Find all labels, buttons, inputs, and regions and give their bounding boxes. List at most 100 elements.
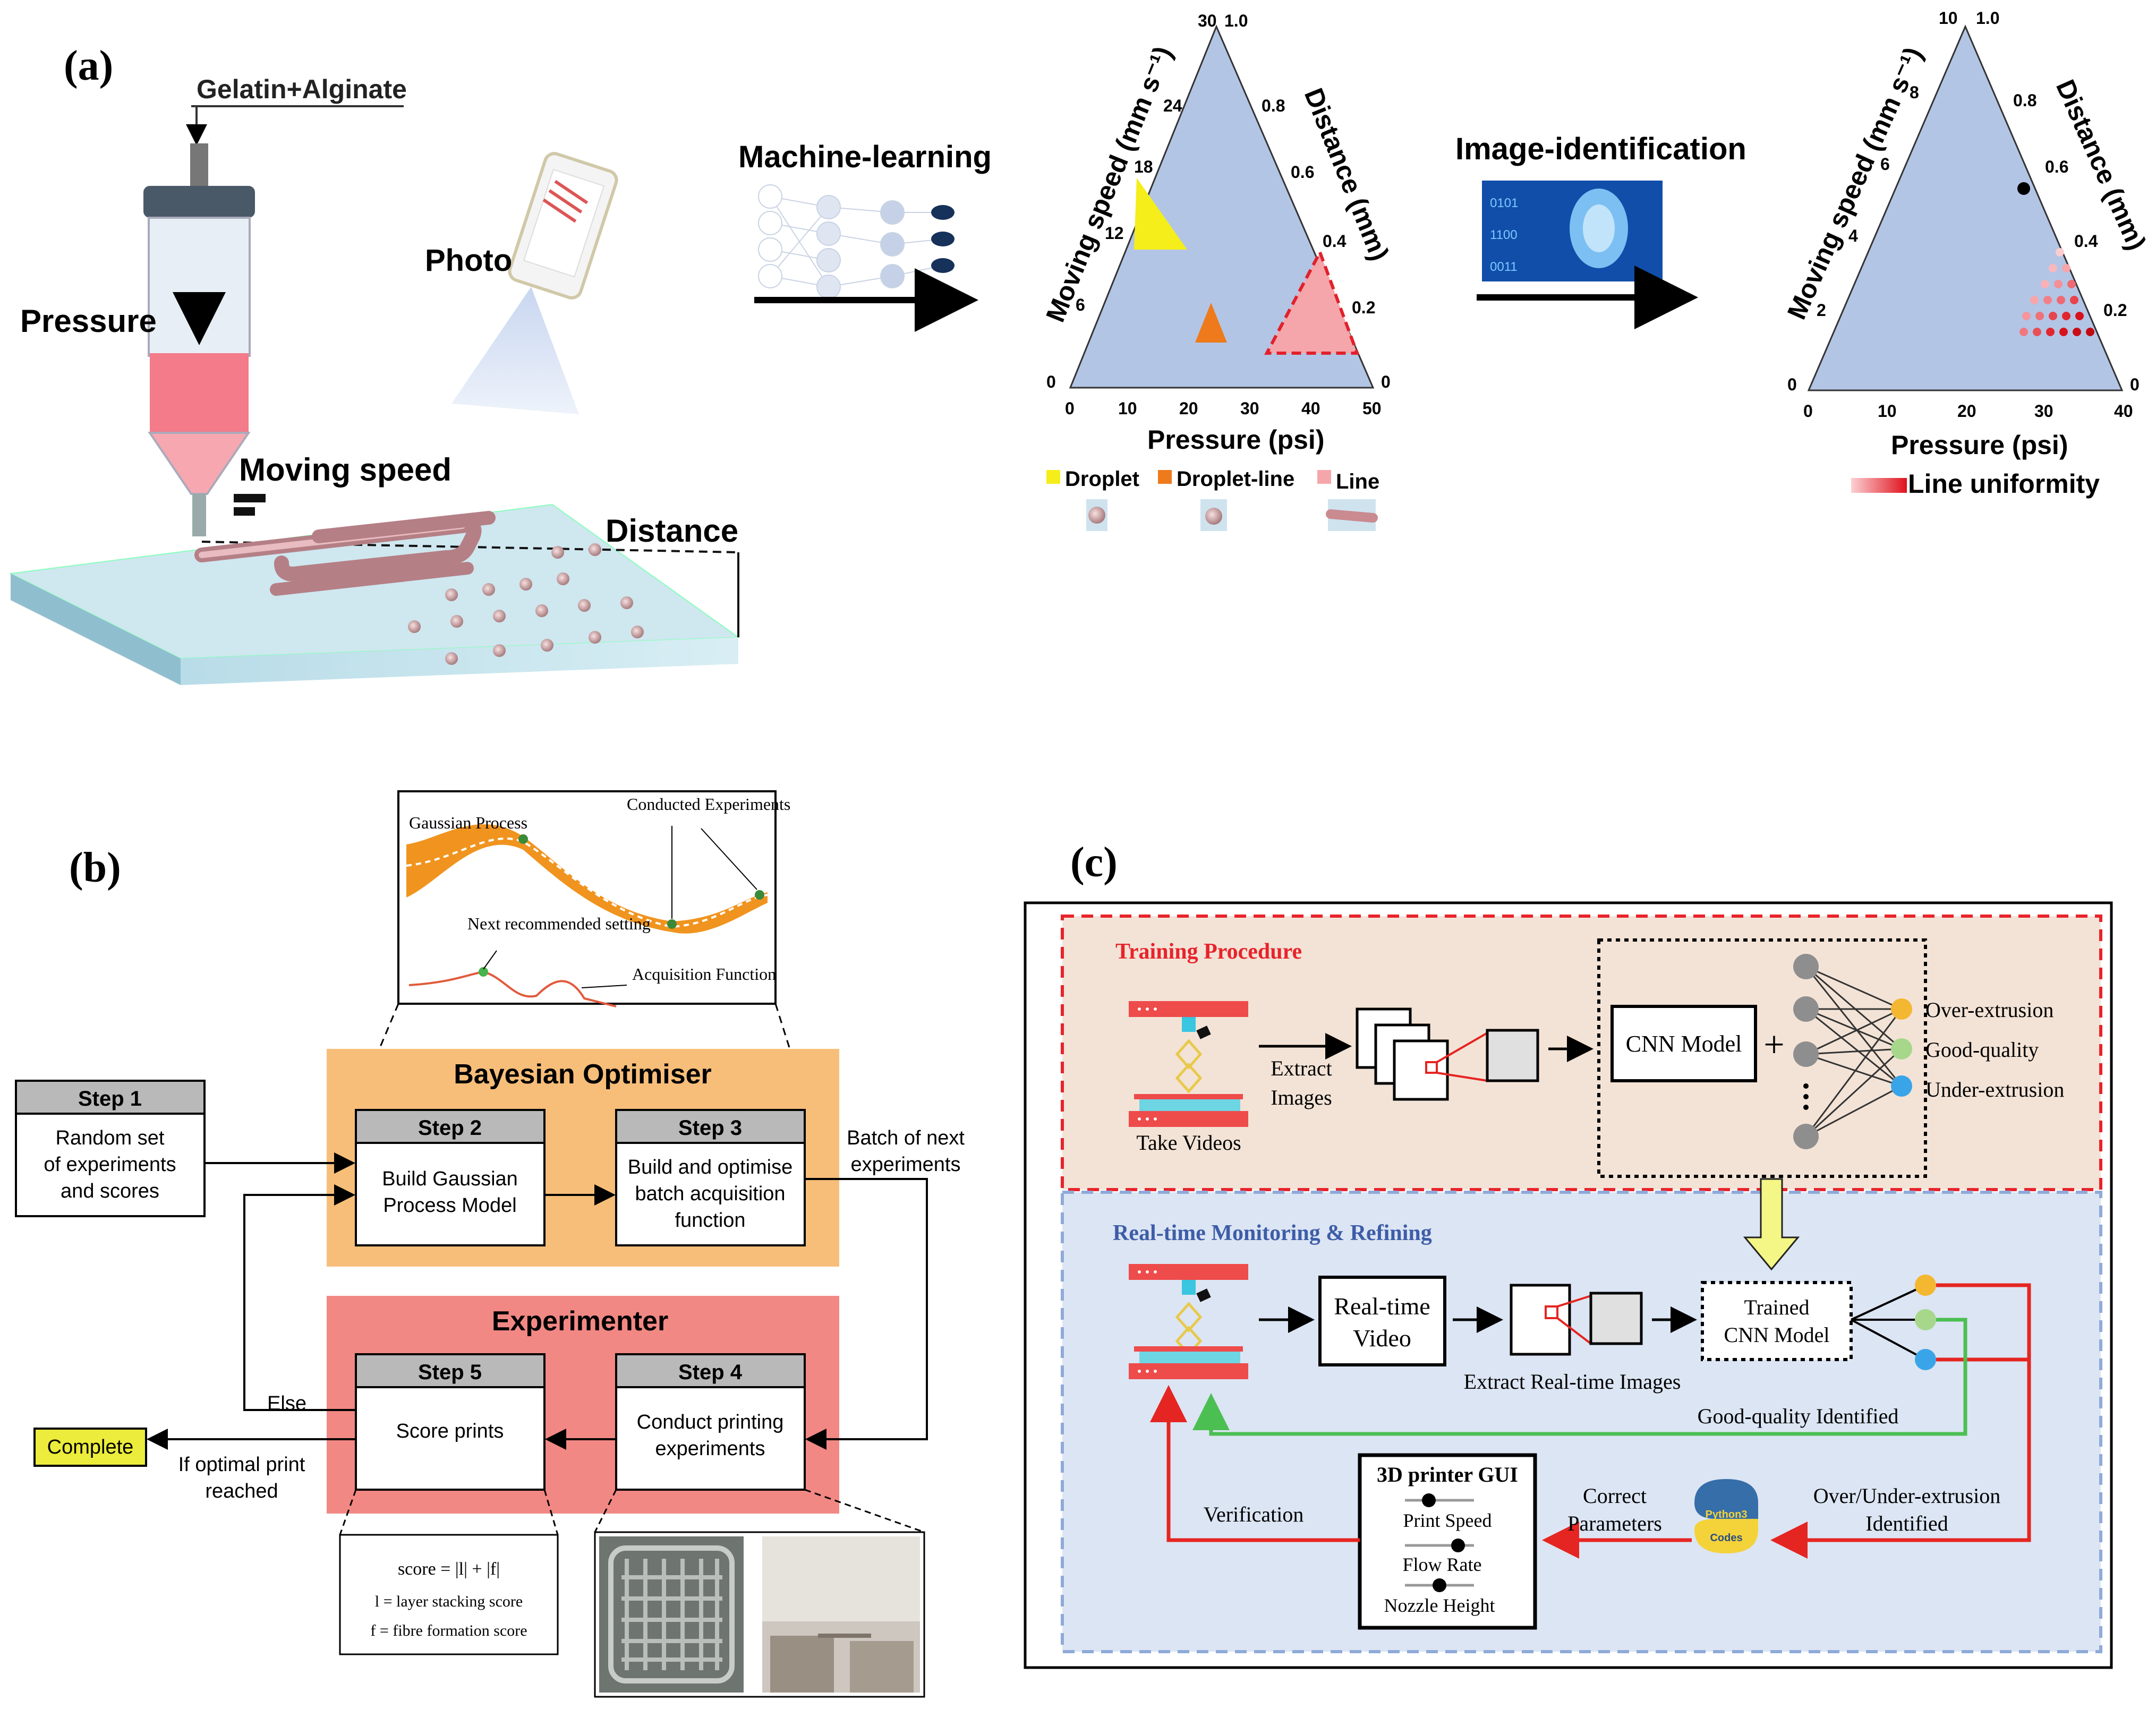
svg-text:0: 0 bbox=[1046, 372, 1056, 391]
svg-text:30: 30 bbox=[1198, 11, 1217, 30]
gui-title: 3D printer GUI bbox=[1377, 1463, 1518, 1486]
svg-text:0.8: 0.8 bbox=[2013, 91, 2036, 110]
take-videos-label: Take Videos bbox=[1136, 1131, 1241, 1155]
ternary-plot-right: 10 8 6 4 2 0 1.0 0.8 0.6 0.4 0.2 0 0 10 … bbox=[1782, 8, 2152, 499]
panel-label-b: (b) bbox=[69, 844, 121, 891]
good-quality-path bbox=[1192, 1318, 1967, 1436]
moving-speed-label: Moving speed bbox=[239, 452, 451, 488]
bottom-axis-title: Pressure (psi) bbox=[1891, 430, 2068, 460]
svg-text:Codes: Codes bbox=[1710, 1532, 1742, 1544]
gui-nozzle-height: Nozzle Height bbox=[1384, 1595, 1495, 1616]
verification-label: Verification bbox=[1204, 1502, 1304, 1526]
svg-text:Python3: Python3 bbox=[1706, 1509, 1748, 1520]
bottom-axis-title: Pressure (psi) bbox=[1147, 425, 1324, 455]
svg-text:0: 0 bbox=[1803, 401, 1813, 421]
svg-text:0.2: 0.2 bbox=[1352, 298, 1375, 317]
image-stack bbox=[1356, 1007, 1539, 1101]
bayesian-title: Bayesian Optimiser bbox=[454, 1059, 712, 1090]
acquisition-function-label: Acquisition Function bbox=[632, 964, 776, 984]
svg-text:l = layer stacking score: l = layer stacking score bbox=[375, 1593, 523, 1610]
realtime-frames bbox=[1510, 1284, 1643, 1356]
svg-text:Step 3: Step 3 bbox=[678, 1116, 742, 1140]
svg-text:f = fibre formation score: f = fibre formation score bbox=[370, 1622, 527, 1639]
svg-text:40: 40 bbox=[2114, 401, 2133, 421]
droplet-line-region bbox=[1195, 303, 1227, 343]
svg-text:20: 20 bbox=[1957, 401, 1976, 421]
svg-text:Step 5: Step 5 bbox=[418, 1361, 482, 1384]
svg-text:10: 10 bbox=[1118, 399, 1137, 418]
svg-text:1.0: 1.0 bbox=[1224, 11, 1248, 30]
svg-text:4: 4 bbox=[1848, 226, 1858, 245]
svg-text:30: 30 bbox=[2034, 401, 2053, 421]
panel-label-a: (a) bbox=[64, 42, 113, 89]
svg-text:Step 2: Step 2 bbox=[418, 1116, 482, 1140]
extract-realtime-label: Extract Real-time Images bbox=[1464, 1370, 1681, 1394]
distance-label: Distance bbox=[606, 513, 738, 549]
verification-path bbox=[1150, 1385, 1360, 1542]
syringe-cap bbox=[143, 186, 255, 218]
cnn-dotted-box bbox=[1597, 938, 1927, 1178]
image-identification-label: Image-identification bbox=[1455, 132, 1746, 166]
print-photos bbox=[594, 1531, 925, 1698]
svg-text:0: 0 bbox=[2130, 375, 2140, 394]
output-over-extrusion: Over-extrusion bbox=[1925, 998, 2053, 1022]
legend-droplet-line: Droplet-line bbox=[1177, 467, 1294, 491]
photo-label: Photo bbox=[425, 243, 512, 278]
svg-text:Step 4: Step 4 bbox=[678, 1361, 743, 1384]
svg-text:Score prints: Score prints bbox=[396, 1420, 504, 1442]
machine-learning-label: Machine-learning bbox=[738, 140, 992, 174]
droplet-region bbox=[1134, 178, 1187, 250]
printer-icon bbox=[1129, 1001, 1248, 1127]
svg-text:score = |l| + |f|: score = |l| + |f| bbox=[398, 1559, 500, 1579]
svg-text:Step 1: Step 1 bbox=[78, 1087, 142, 1110]
svg-text:10: 10 bbox=[1878, 401, 1897, 421]
plus-sign: + bbox=[1763, 1024, 1784, 1065]
phone-camera-icon bbox=[451, 152, 618, 414]
output-good-quality: Good-quality bbox=[1925, 1038, 2039, 1062]
svg-text:30: 30 bbox=[1240, 399, 1259, 418]
ink-label: Gelatin+Alginate bbox=[197, 74, 407, 104]
gui-print-speed: Print Speed bbox=[1403, 1510, 1492, 1531]
over-under-path bbox=[1770, 1283, 2031, 1559]
complete-label: Complete bbox=[47, 1436, 134, 1458]
experimenter-title: Experimenter bbox=[492, 1306, 668, 1337]
legend-droplet: Droplet bbox=[1065, 467, 1139, 491]
svg-text:0011: 0011 bbox=[1490, 260, 1518, 274]
ai-face-image: 0101 1100 0011 bbox=[1482, 181, 1663, 281]
cnn-model-label: CNN Model bbox=[1626, 1031, 1742, 1057]
svg-text:18: 18 bbox=[1134, 157, 1153, 176]
trained-cnn-box bbox=[1701, 1281, 1853, 1361]
svg-text:40: 40 bbox=[1301, 399, 1320, 418]
output-under-extrusion: Under-extrusion bbox=[1925, 1078, 2064, 1101]
deploy-arrow bbox=[1743, 1178, 1800, 1271]
svg-text:24: 24 bbox=[1163, 96, 1182, 115]
gaussian-process-inset: Gaussian Process Conducted Experiments N… bbox=[397, 790, 790, 1007]
flow-arrows-b bbox=[147, 1152, 928, 1450]
line-uniformity-legend: Line uniformity bbox=[1908, 469, 2100, 499]
gui-flow-rate: Flow Rate bbox=[1403, 1554, 1482, 1575]
cnn-model-box bbox=[1610, 1005, 1757, 1082]
svg-text:6: 6 bbox=[1880, 155, 1890, 174]
ternary-plot-left: 30 24 18 12 6 0 1.0 0.8 0.6 0.4 0.2 0 0 … bbox=[1040, 11, 1395, 531]
syringe-ink bbox=[150, 353, 249, 433]
svg-text:0.4: 0.4 bbox=[2074, 232, 2098, 251]
neural-network-icon bbox=[758, 184, 955, 299]
bioprinter-illustration: Gelatin+Alginate Pressure Moving speed D… bbox=[8, 74, 740, 685]
realtime-section bbox=[1061, 1191, 2102, 1653]
svg-text:0: 0 bbox=[1787, 375, 1797, 394]
svg-text:0.4: 0.4 bbox=[1323, 232, 1347, 251]
svg-text:0: 0 bbox=[1065, 399, 1075, 418]
svg-text:1.0: 1.0 bbox=[1976, 8, 1999, 28]
